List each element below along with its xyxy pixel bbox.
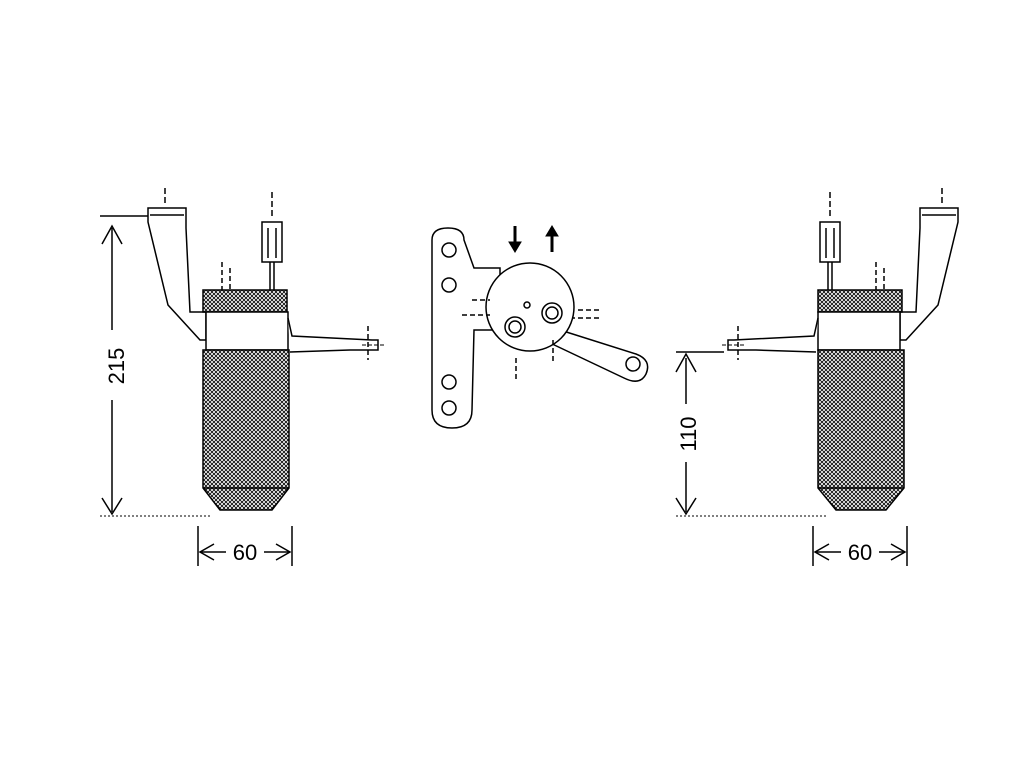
right-height-dimension bbox=[675, 351, 826, 517]
outlet-port bbox=[541, 302, 563, 324]
left-body bbox=[202, 349, 290, 511]
left-view bbox=[147, 188, 384, 511]
right-bracket-arm bbox=[899, 207, 959, 341]
left-height-dimension bbox=[100, 215, 212, 517]
center-bracket bbox=[431, 227, 501, 429]
right-body bbox=[817, 349, 905, 511]
bracket-hole-4 bbox=[441, 400, 457, 416]
right-valve bbox=[819, 221, 841, 263]
left-valve bbox=[261, 221, 283, 263]
center-view bbox=[431, 227, 649, 429]
flow-arrows bbox=[508, 225, 559, 253]
right-height-label: 110 bbox=[676, 416, 701, 451]
left-height-label: 215 bbox=[104, 348, 129, 385]
left-side-pipe bbox=[287, 317, 379, 353]
right-width-dimension bbox=[812, 526, 908, 566]
right-side-pipe bbox=[727, 317, 819, 353]
left-bracket-arm bbox=[147, 207, 207, 341]
bracket-hole-1 bbox=[441, 242, 457, 258]
right-view bbox=[722, 188, 959, 511]
inlet-port bbox=[504, 316, 526, 338]
out-arrow bbox=[545, 225, 559, 252]
right-width-label: 60 bbox=[848, 540, 872, 565]
in-arrow bbox=[508, 226, 522, 253]
left-head bbox=[205, 311, 289, 351]
bracket-hole-3 bbox=[441, 374, 457, 390]
left-width-dimension bbox=[197, 526, 293, 566]
arm-hole bbox=[625, 356, 641, 372]
right-top-cap bbox=[817, 289, 903, 313]
center-arm bbox=[547, 329, 649, 382]
right-head bbox=[817, 311, 901, 351]
left-width-label: 60 bbox=[233, 540, 257, 565]
left-top-cap bbox=[202, 289, 288, 313]
bracket-hole-2 bbox=[441, 277, 457, 293]
